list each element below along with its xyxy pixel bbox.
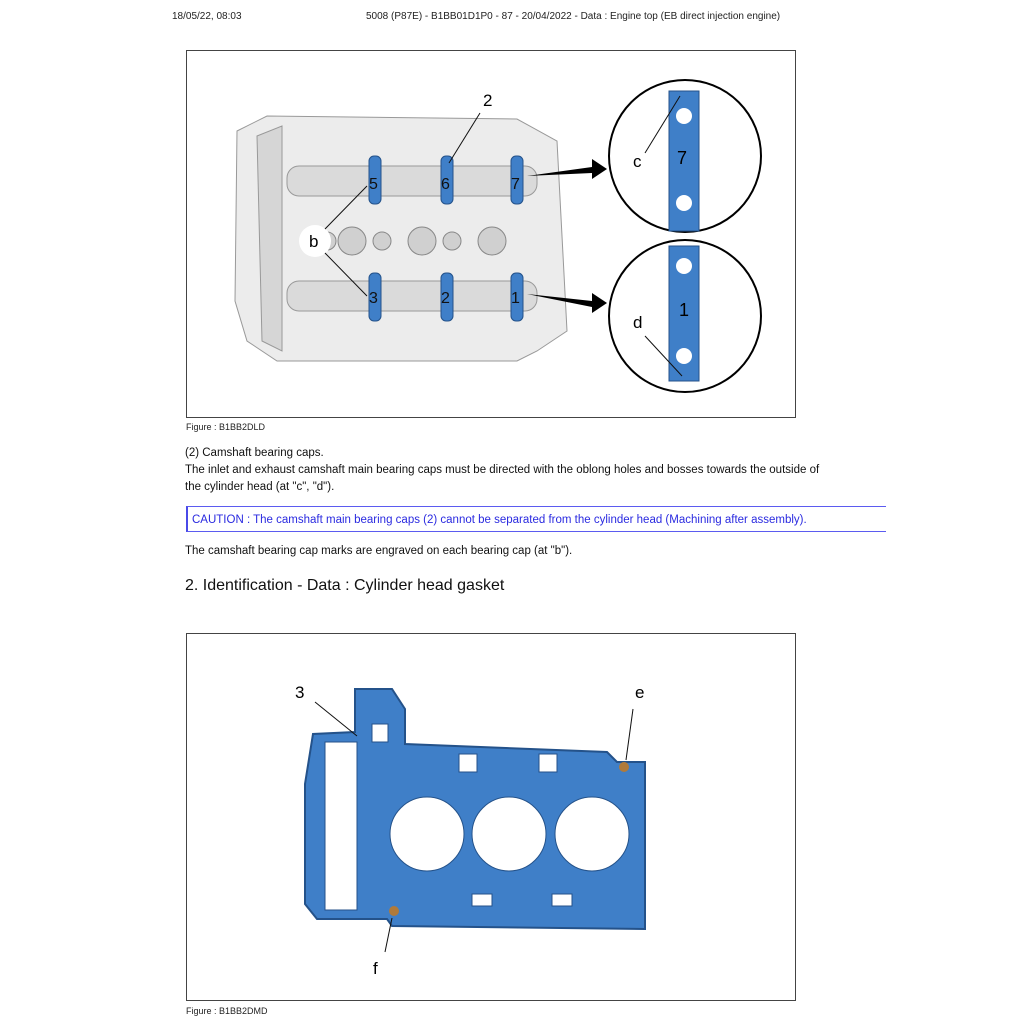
detail-cap-mark-1: 1 — [679, 300, 689, 320]
callout-e: e — [635, 683, 644, 702]
callout-d: d — [633, 313, 642, 332]
cylinder-head-illustration — [234, 115, 568, 362]
marker-f — [389, 906, 399, 916]
gasket-illustration — [304, 688, 646, 931]
instruction-line-1: The inlet and exhaust camshaft main bear… — [185, 464, 820, 476]
subheading-bearing-caps: (2) Camshaft bearing caps. — [185, 447, 324, 459]
callout-3: 3 — [295, 683, 304, 702]
callout-f: f — [373, 959, 378, 978]
marker-e — [619, 762, 629, 772]
figure-cylinder-head-gasket: 3 e f — [186, 633, 796, 1001]
section-heading: 2. Identification - Data : Cylinder head… — [185, 577, 505, 594]
figure-camshaft-bearing-caps: 5 6 7 3 2 1 b 2 7 c 1 d — [186, 50, 796, 418]
cap-mark-6: 6 — [441, 176, 450, 193]
cap-mark-7: 7 — [511, 176, 520, 193]
callout-b: b — [309, 232, 318, 251]
callout-c: c — [633, 152, 642, 171]
marks-note: The camshaft bearing cap marks are engra… — [185, 545, 573, 557]
document-title: 5008 (P87E) - B1BB01D1P0 - 87 - 20/04/20… — [366, 11, 781, 22]
arrow-to-zoom-7 — [527, 159, 607, 179]
callout-2: 2 — [483, 91, 492, 110]
instruction-line-2: the cylinder head (at "c", "d"). — [185, 481, 335, 493]
figure2-caption: Figure : B1BB2DMD — [186, 1006, 268, 1016]
detail-cap-mark-7: 7 — [677, 148, 687, 168]
caution-box: CAUTION : The camshaft main bearing caps… — [186, 506, 886, 532]
cap-mark-1: 1 — [511, 290, 520, 307]
figure1-caption: Figure : B1BB2DLD — [186, 422, 266, 432]
arrow-to-zoom-1 — [527, 293, 607, 313]
print-datetime: 18/05/22, 08:03 — [172, 11, 242, 22]
cap-mark-5: 5 — [369, 176, 378, 193]
cap-mark-3: 3 — [369, 290, 378, 307]
cap-mark-2: 2 — [441, 290, 450, 307]
